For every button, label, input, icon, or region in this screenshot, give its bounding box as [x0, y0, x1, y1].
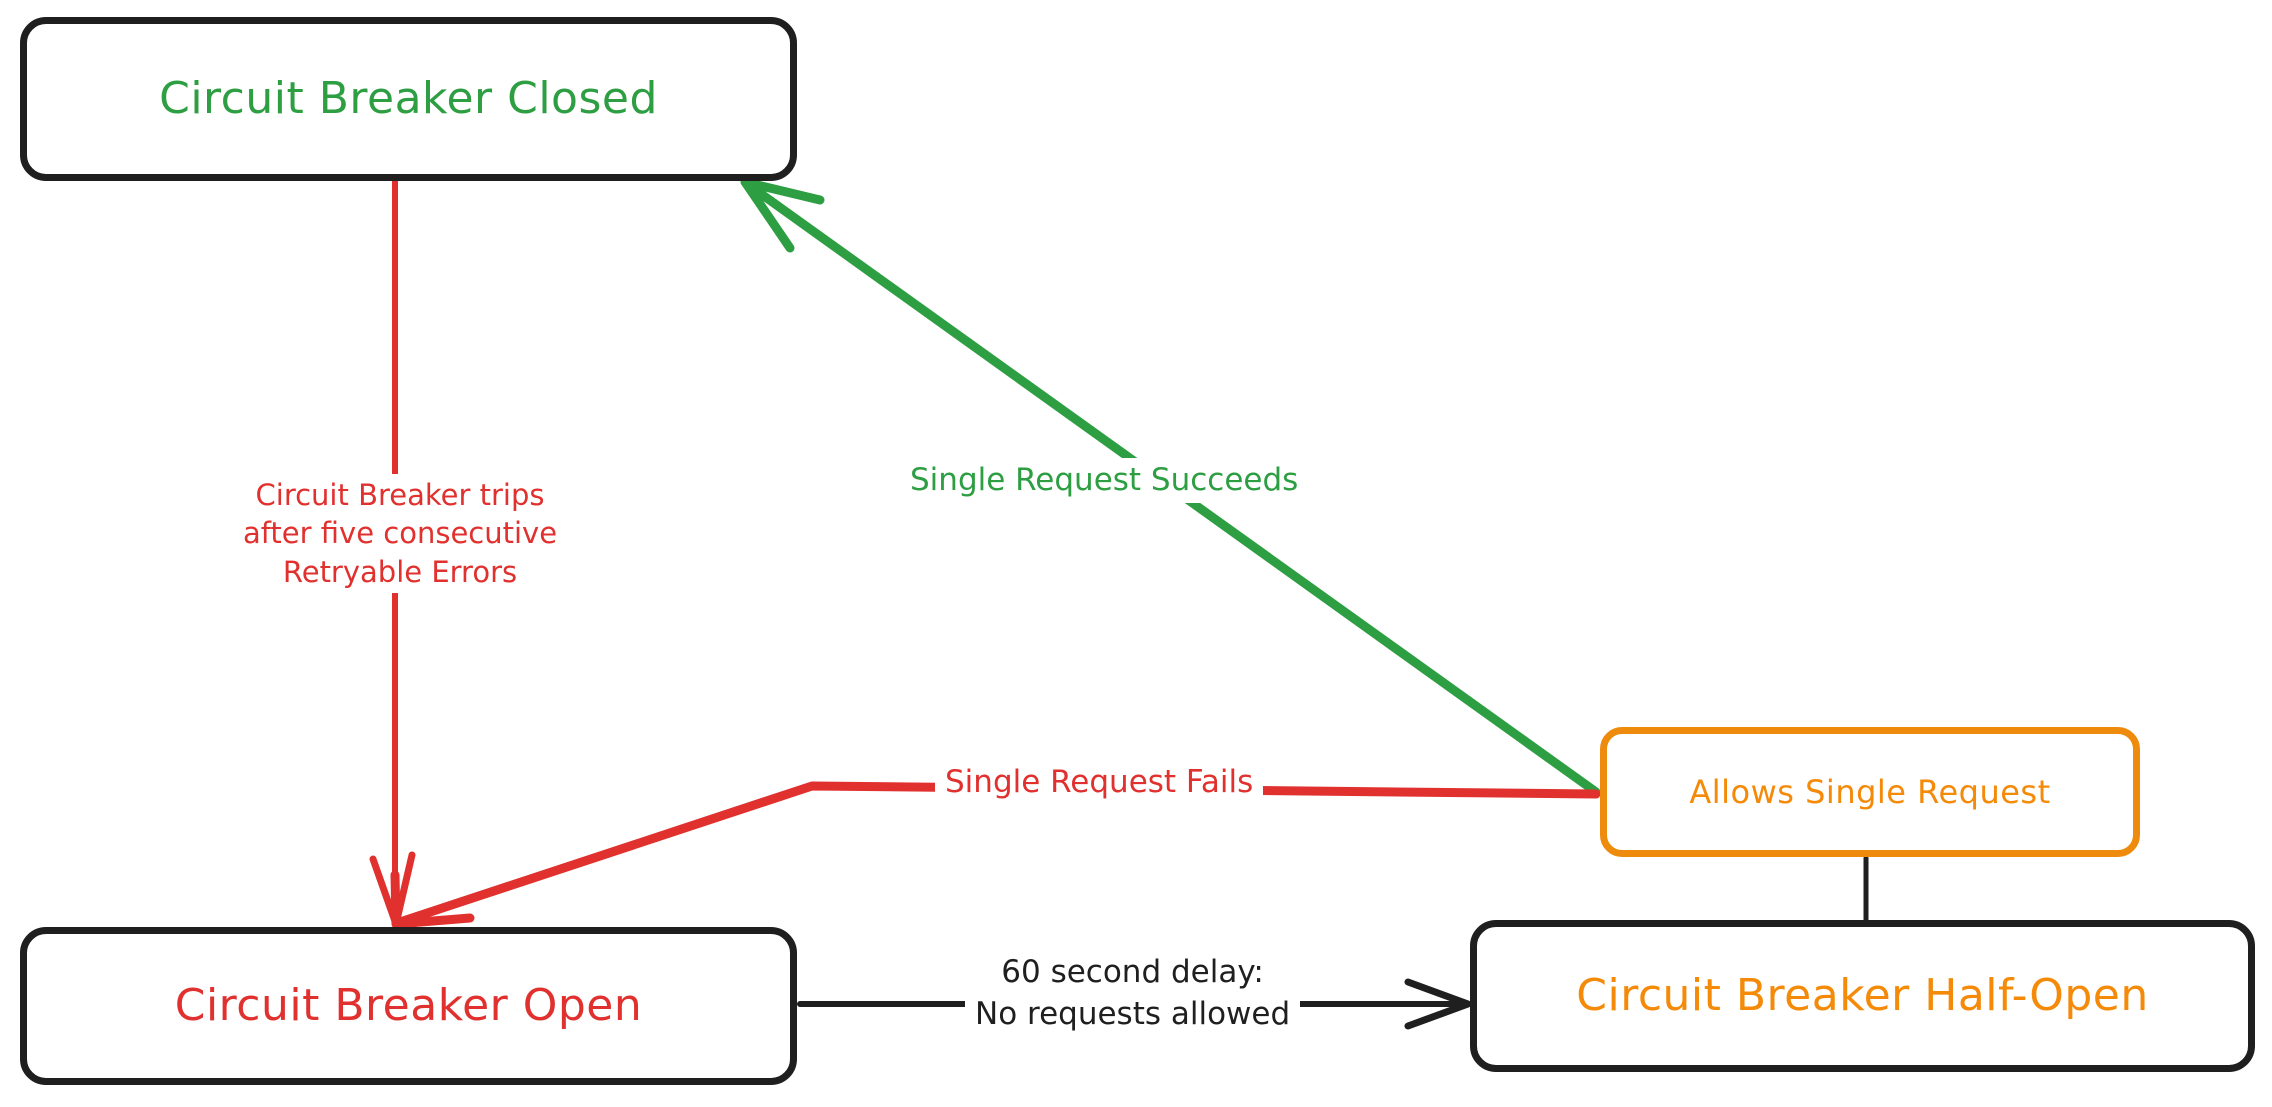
- edge-label-circuit-breaker-trips: Circuit Breaker trips after five consecu…: [180, 474, 620, 593]
- edge-label-line-1: 60 second delay:: [1001, 954, 1264, 990]
- state-node-allows-single-request[interactable]: Allows Single Request: [1600, 727, 2140, 857]
- state-node-circuit-breaker-half-open[interactable]: Circuit Breaker Half-Open: [1470, 920, 2255, 1072]
- state-node-circuit-breaker-open[interactable]: Circuit Breaker Open: [20, 927, 797, 1085]
- edge-label-line-2: after five consecutive: [242, 516, 558, 551]
- edge-label-line-1: Circuit Breaker trips: [255, 478, 545, 512]
- edge-label-60-second-delay: 60 second delay: No requests allowed: [965, 950, 1301, 1038]
- state-node-label-closed: Circuit Breaker Closed: [159, 72, 658, 124]
- state-node-label-allows: Allows Single Request: [1689, 772, 2051, 811]
- edge-label-line-2: No requests allowed: [975, 995, 1291, 1032]
- state-node-label-half-open: Circuit Breaker Half-Open: [1576, 969, 2149, 1021]
- edge-label-line-3: Retryable Errors: [282, 554, 518, 589]
- edge-label-single-request-fails: Single Request Fails: [935, 760, 1264, 805]
- state-node-label-open: Circuit Breaker Open: [174, 979, 643, 1031]
- state-node-circuit-breaker-closed[interactable]: Circuit Breaker Closed: [20, 17, 797, 181]
- edge-label-single-request-succeeds: Single Request Succeeds: [900, 458, 1309, 503]
- edge-allows-to-open: [390, 781, 1601, 929]
